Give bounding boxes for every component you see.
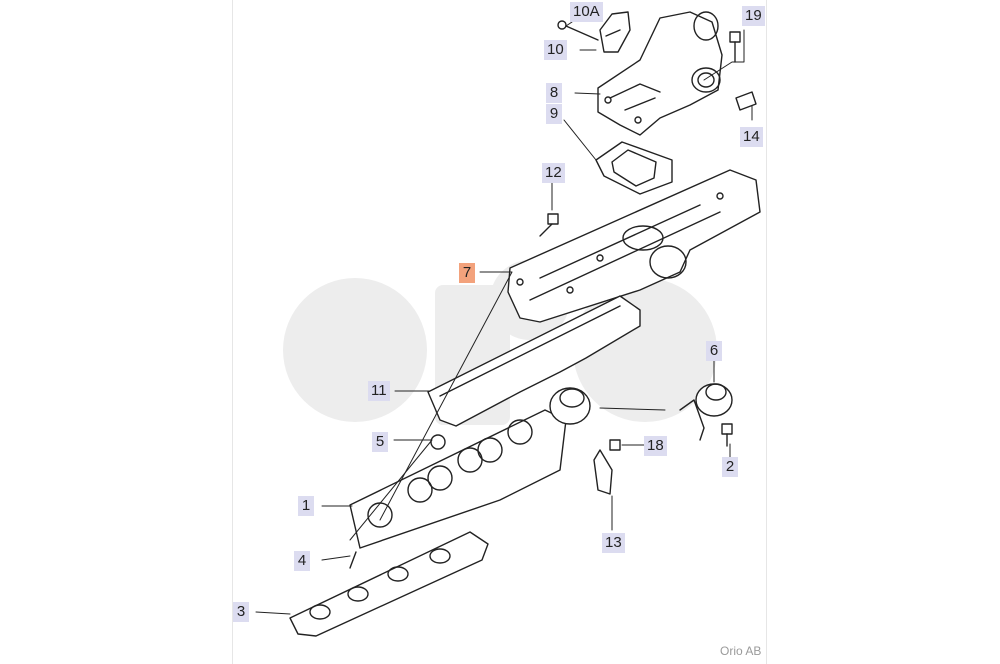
actuator-part-6 — [679, 383, 733, 441]
callout-10[interactable]: 10 — [544, 40, 567, 60]
copyright-label: Orio AB — [720, 644, 762, 658]
bolt-part-18 — [609, 439, 621, 451]
callout-1[interactable]: 1 — [298, 496, 314, 516]
callout-3[interactable]: 3 — [233, 602, 249, 622]
callout-10a[interactable]: 10A — [570, 2, 603, 22]
manifold-gasket-part — [427, 295, 641, 427]
throttle-gasket-part — [595, 141, 673, 195]
throttle-housing-part — [597, 11, 723, 136]
lower-manifold-part — [349, 409, 567, 549]
callout-18[interactable]: 18 — [644, 436, 667, 456]
screw-part-10a — [557, 20, 599, 41]
bracket-part-13 — [593, 449, 613, 495]
callout-6[interactable]: 6 — [706, 341, 722, 361]
intake-gasket-part — [289, 531, 489, 637]
callout-12[interactable]: 12 — [542, 163, 565, 183]
clip-part-14 — [735, 91, 757, 111]
frame-line-left — [232, 0, 233, 664]
manifold-actuator-part — [549, 387, 591, 425]
callout-9[interactable]: 9 — [546, 104, 562, 124]
nut-part-5 — [430, 434, 446, 450]
callout-13[interactable]: 13 — [602, 533, 625, 553]
bolt-part-2 — [721, 423, 733, 447]
callout-8[interactable]: 8 — [546, 83, 562, 103]
callout-19[interactable]: 19 — [742, 6, 765, 26]
frame-line-right — [766, 0, 767, 664]
bolt-part-12 — [539, 213, 559, 237]
callout-2[interactable]: 2 — [722, 457, 738, 477]
sensor-part — [599, 11, 631, 53]
bolt-part-19 — [729, 31, 741, 63]
callout-7[interactable]: 7 — [459, 263, 475, 283]
callout-5[interactable]: 5 — [372, 432, 388, 452]
callout-14[interactable]: 14 — [740, 127, 763, 147]
callout-4[interactable]: 4 — [294, 551, 310, 571]
intake-manifold-part — [507, 169, 761, 323]
callout-11[interactable]: 11 — [368, 381, 390, 401]
stud-part-4 — [349, 551, 357, 569]
